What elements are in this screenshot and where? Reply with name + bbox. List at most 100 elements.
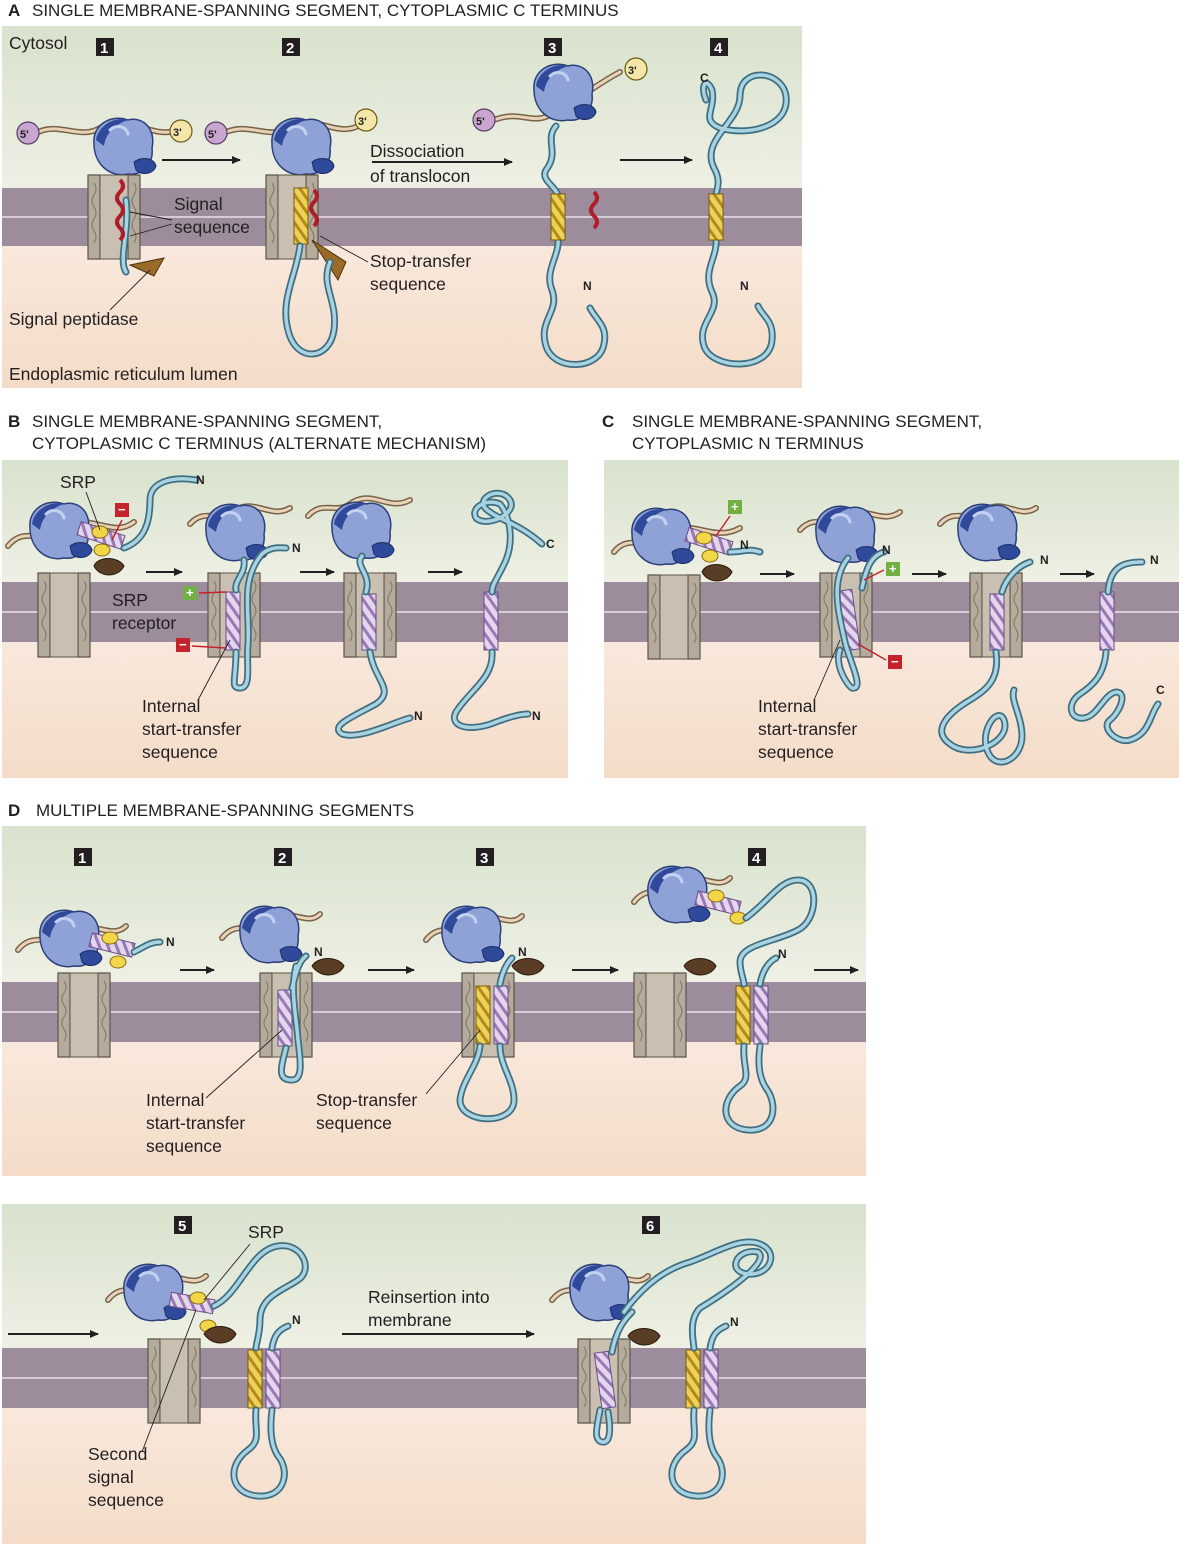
svg-text:−: − (118, 502, 126, 517)
n-terminus-b2: N (292, 541, 301, 555)
panel-b-letter: B (8, 412, 20, 431)
c-stage3-illustration (937, 502, 1039, 766)
five-prime-cap: 5' (16, 121, 40, 145)
svg-text:−: − (891, 654, 899, 669)
svg-text:3': 3' (173, 127, 182, 139)
step-badge-d1: 1 (74, 848, 92, 867)
charge-plus-c1: + (728, 499, 742, 514)
d-step5-illustration (105, 1242, 309, 1500)
b-stage4-illustration (451, 489, 546, 731)
n-terminus-d1: N (166, 935, 175, 949)
n-terminus-b4: N (532, 709, 541, 723)
srp-receptor-label-2: receptor (112, 613, 176, 633)
cytosol-label: Cytosol (9, 33, 67, 53)
n-terminus-b1: N (196, 473, 205, 487)
ribosome-icon (92, 116, 158, 177)
internal-start-label-c: Internal (758, 696, 816, 716)
panel-a-title: SINGLE MEMBRANE-SPANNING SEGMENT, CYTOPL… (32, 1, 619, 20)
panel-a: A SINGLE MEMBRANE-SPANNING SEGMENT, CYTO… (2, 1, 802, 388)
n-terminus-c4: N (1150, 553, 1159, 567)
srp-label-b: SRP (60, 472, 96, 492)
charge-minus-c2: − (888, 654, 902, 669)
signal-sequence-label-2: sequence (174, 217, 250, 237)
stop-transfer-label-2: sequence (370, 274, 446, 294)
reinsertion-label: Reinsertion into (368, 1287, 490, 1307)
second-signal-label-3: sequence (88, 1490, 164, 1510)
stop-transfer-segment (293, 187, 309, 245)
dissociation-label-2: of translocon (370, 166, 470, 186)
five-prime-cap-2: 5' (204, 121, 228, 145)
svg-text:2: 2 (278, 850, 286, 867)
svg-text:2: 2 (286, 40, 294, 57)
d-step2-illustration (205, 904, 345, 1099)
d-step4-illustration (631, 864, 818, 1134)
second-signal-label: Second (88, 1444, 147, 1464)
c-stage1-illustration: + (611, 499, 764, 660)
svg-text:5': 5' (20, 129, 29, 141)
step-badge-d2: 2 (274, 848, 292, 867)
stop-transfer-label-d-2: sequence (316, 1113, 392, 1133)
panel-c-title-2: CYTOPLASMIC N TERMINUS (632, 434, 864, 453)
step-badge-d6: 6 (642, 1216, 660, 1235)
panel-d-letter: D (8, 801, 20, 820)
n-terminus-d4: N (778, 947, 787, 961)
stop-transfer-label-d: Stop-transfer (316, 1090, 417, 1110)
a-step2-illustration: 5' 3' (204, 108, 378, 358)
reinsertion-label-2: membrane (368, 1310, 452, 1330)
svg-text:+: + (186, 585, 194, 600)
c-terminus-a4: C (700, 71, 709, 85)
dissociation-label: Dissociation (370, 141, 464, 161)
c-terminus-c4: C (1156, 683, 1165, 697)
n-terminus-d6: N (730, 1315, 739, 1329)
internal-start-label-c-3: sequence (758, 742, 834, 762)
n-terminus-a4: N (740, 279, 749, 293)
svg-text:+: + (731, 499, 739, 514)
charge-minus-b1: − (115, 502, 129, 517)
svg-text:+: + (889, 561, 897, 576)
svg-text:1: 1 (78, 850, 86, 867)
b-stage2-illustration: + − (176, 502, 293, 701)
svg-text:5: 5 (178, 1218, 186, 1235)
step-badge-a1: 1 (96, 38, 114, 57)
step-badge-d3: 3 (476, 848, 494, 867)
internal-start-label-b-2: start-transfer (142, 719, 241, 739)
n-terminus-b3: N (414, 709, 423, 723)
n-terminus-c3: N (1040, 553, 1049, 567)
c-terminus-b4: C (546, 537, 555, 551)
step-badge-d5: 5 (174, 1216, 192, 1235)
panel-a-letter: A (8, 1, 20, 20)
internal-start-label-d-3: sequence (146, 1136, 222, 1156)
internal-start-label-d: Internal (146, 1090, 204, 1110)
svg-text:−: − (179, 637, 187, 652)
cleaved-signal-sequence (589, 190, 599, 230)
charge-plus-b2: + (183, 585, 197, 600)
c-stage4-illustration (1067, 558, 1162, 745)
b-stage1-illustration: − (5, 475, 200, 658)
n-terminus-a3: N (583, 279, 592, 293)
a-step1-illustration: 5' 3' (16, 116, 193, 311)
three-prime-end-2: 3' (354, 108, 378, 132)
panel-c-letter: C (602, 412, 614, 431)
internal-start-label-d-2: start-transfer (146, 1113, 245, 1133)
internal-start-label-c-2: start-transfer (758, 719, 857, 739)
a-step4-illustration (699, 71, 790, 368)
charge-plus-c2: + (886, 561, 900, 576)
step-badge-d4: 4 (748, 848, 766, 867)
signal-peptidase-icon (128, 257, 165, 277)
svg-text:5': 5' (476, 116, 485, 128)
internal-start-label-b: Internal (142, 696, 200, 716)
d-step6-illustration (549, 1238, 775, 1500)
internal-start-label-b-3: sequence (142, 742, 218, 762)
panel-d: D MULTIPLE MEMBRANE-SPANNING SEGMENTS 1 … (2, 801, 866, 1544)
stop-transfer-label: Stop-transfer (370, 251, 471, 271)
er-lumen-label: Endoplasmic reticulum lumen (9, 364, 238, 384)
panel-d-title: MULTIPLE MEMBRANE-SPANNING SEGMENTS (36, 801, 414, 820)
svg-text:3: 3 (480, 850, 488, 867)
svg-text:3': 3' (358, 116, 367, 128)
svg-text:3: 3 (548, 40, 556, 57)
srp-receptor-label: SRP (112, 590, 148, 610)
svg-text:6: 6 (646, 1218, 654, 1235)
step-badge-a4: 4 (710, 38, 728, 57)
charge-minus-b2: − (176, 637, 190, 652)
